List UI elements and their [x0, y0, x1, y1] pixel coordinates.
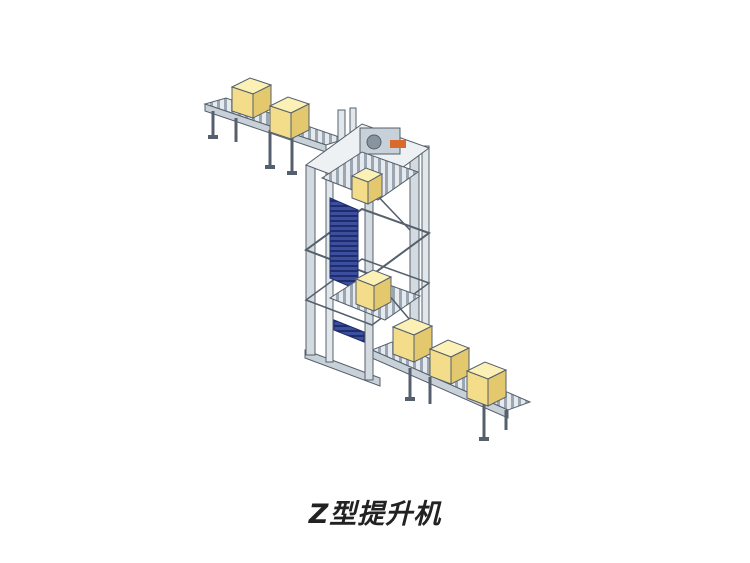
- carton: [230, 77, 273, 119]
- carton: [268, 96, 311, 140]
- carton: [428, 339, 471, 385]
- carton: [391, 317, 434, 363]
- carton: [465, 361, 508, 407]
- caption-title: Z型提升机: [308, 499, 442, 530]
- carton: [354, 269, 393, 312]
- carton: [350, 167, 384, 205]
